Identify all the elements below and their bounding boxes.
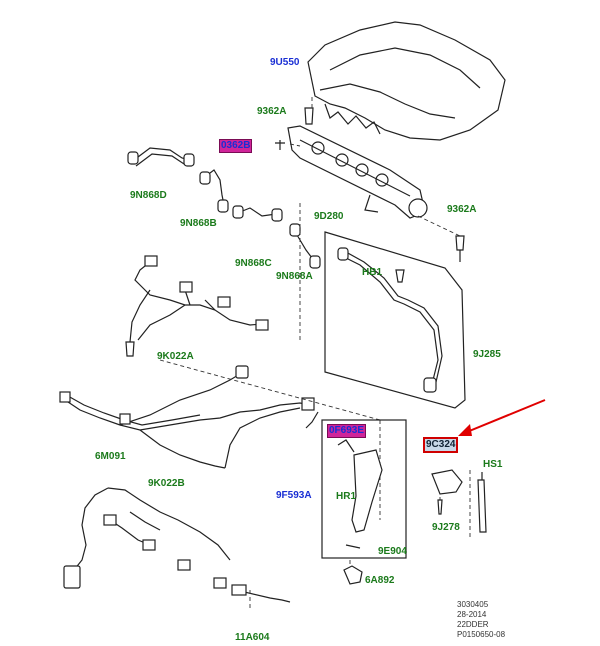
- red-arrow: [458, 399, 546, 436]
- callout-9f593a[interactable]: 9F593A: [276, 490, 312, 501]
- callout-0f693e-highlight[interactable]: 0F693E: [327, 424, 367, 438]
- callout-9k022a[interactable]: 9K022A: [157, 351, 194, 362]
- callout-11a604[interactable]: 11A604: [235, 632, 270, 643]
- callout-hr1[interactable]: HR1: [336, 491, 357, 502]
- bracket-drawing: [431, 469, 487, 533]
- callout-9n868d[interactable]: 9N868D: [130, 190, 167, 201]
- callout-hs1[interactable]: HS1: [483, 459, 503, 470]
- callout-9k022b[interactable]: 9K022B: [148, 478, 185, 489]
- drawing-code-line3: 22DDER: [457, 620, 489, 629]
- callout-9362a-top[interactable]: 9362A: [257, 106, 287, 117]
- callout-9362a-right[interactable]: 9362A: [447, 204, 477, 215]
- fuel-rail-drawing: [287, 125, 428, 219]
- return-pipe-drawing: [324, 231, 466, 409]
- callout-6a892[interactable]: 6A892: [365, 575, 395, 586]
- lower-harness-drawing: [59, 365, 319, 469]
- injector-pipe-drawings: [127, 147, 321, 269]
- callout-9n868c[interactable]: 9N868C: [235, 258, 272, 269]
- bolt-drawings: [275, 107, 465, 262]
- injector-box: [321, 419, 407, 585]
- callout-6m091[interactable]: 6M091: [95, 451, 126, 462]
- engine-cover-drawing: [307, 21, 506, 141]
- callout-9e904[interactable]: 9E904: [378, 546, 407, 557]
- upper-harness-drawing: [125, 255, 269, 357]
- callout-9n868b[interactable]: 9N868B: [180, 218, 217, 229]
- callout-0362b-highlight[interactable]: 0362B: [219, 139, 253, 153]
- drawing-code-line2: 28-2014: [457, 610, 487, 619]
- callout-hb1[interactable]: HB1: [362, 267, 383, 278]
- callout-9c324-highlight[interactable]: 9C324: [423, 437, 459, 453]
- callout-9u550[interactable]: 9U550: [270, 57, 300, 68]
- drawing-code-line4: P0150650-08: [457, 630, 506, 639]
- drawing-code-line1: 3030405: [457, 600, 489, 609]
- callout-9j278[interactable]: 9J278: [432, 522, 460, 533]
- glow-plug-drawing: [231, 584, 291, 603]
- callout-9d280[interactable]: 9D280: [314, 211, 344, 222]
- drawing-code: 3030405 28-2014 22DDER P0150650-08: [457, 600, 505, 640]
- glow-harness-drawing: [63, 487, 231, 589]
- callout-9j285[interactable]: 9J285: [473, 349, 501, 360]
- callout-9n868a[interactable]: 9N868A: [276, 271, 313, 282]
